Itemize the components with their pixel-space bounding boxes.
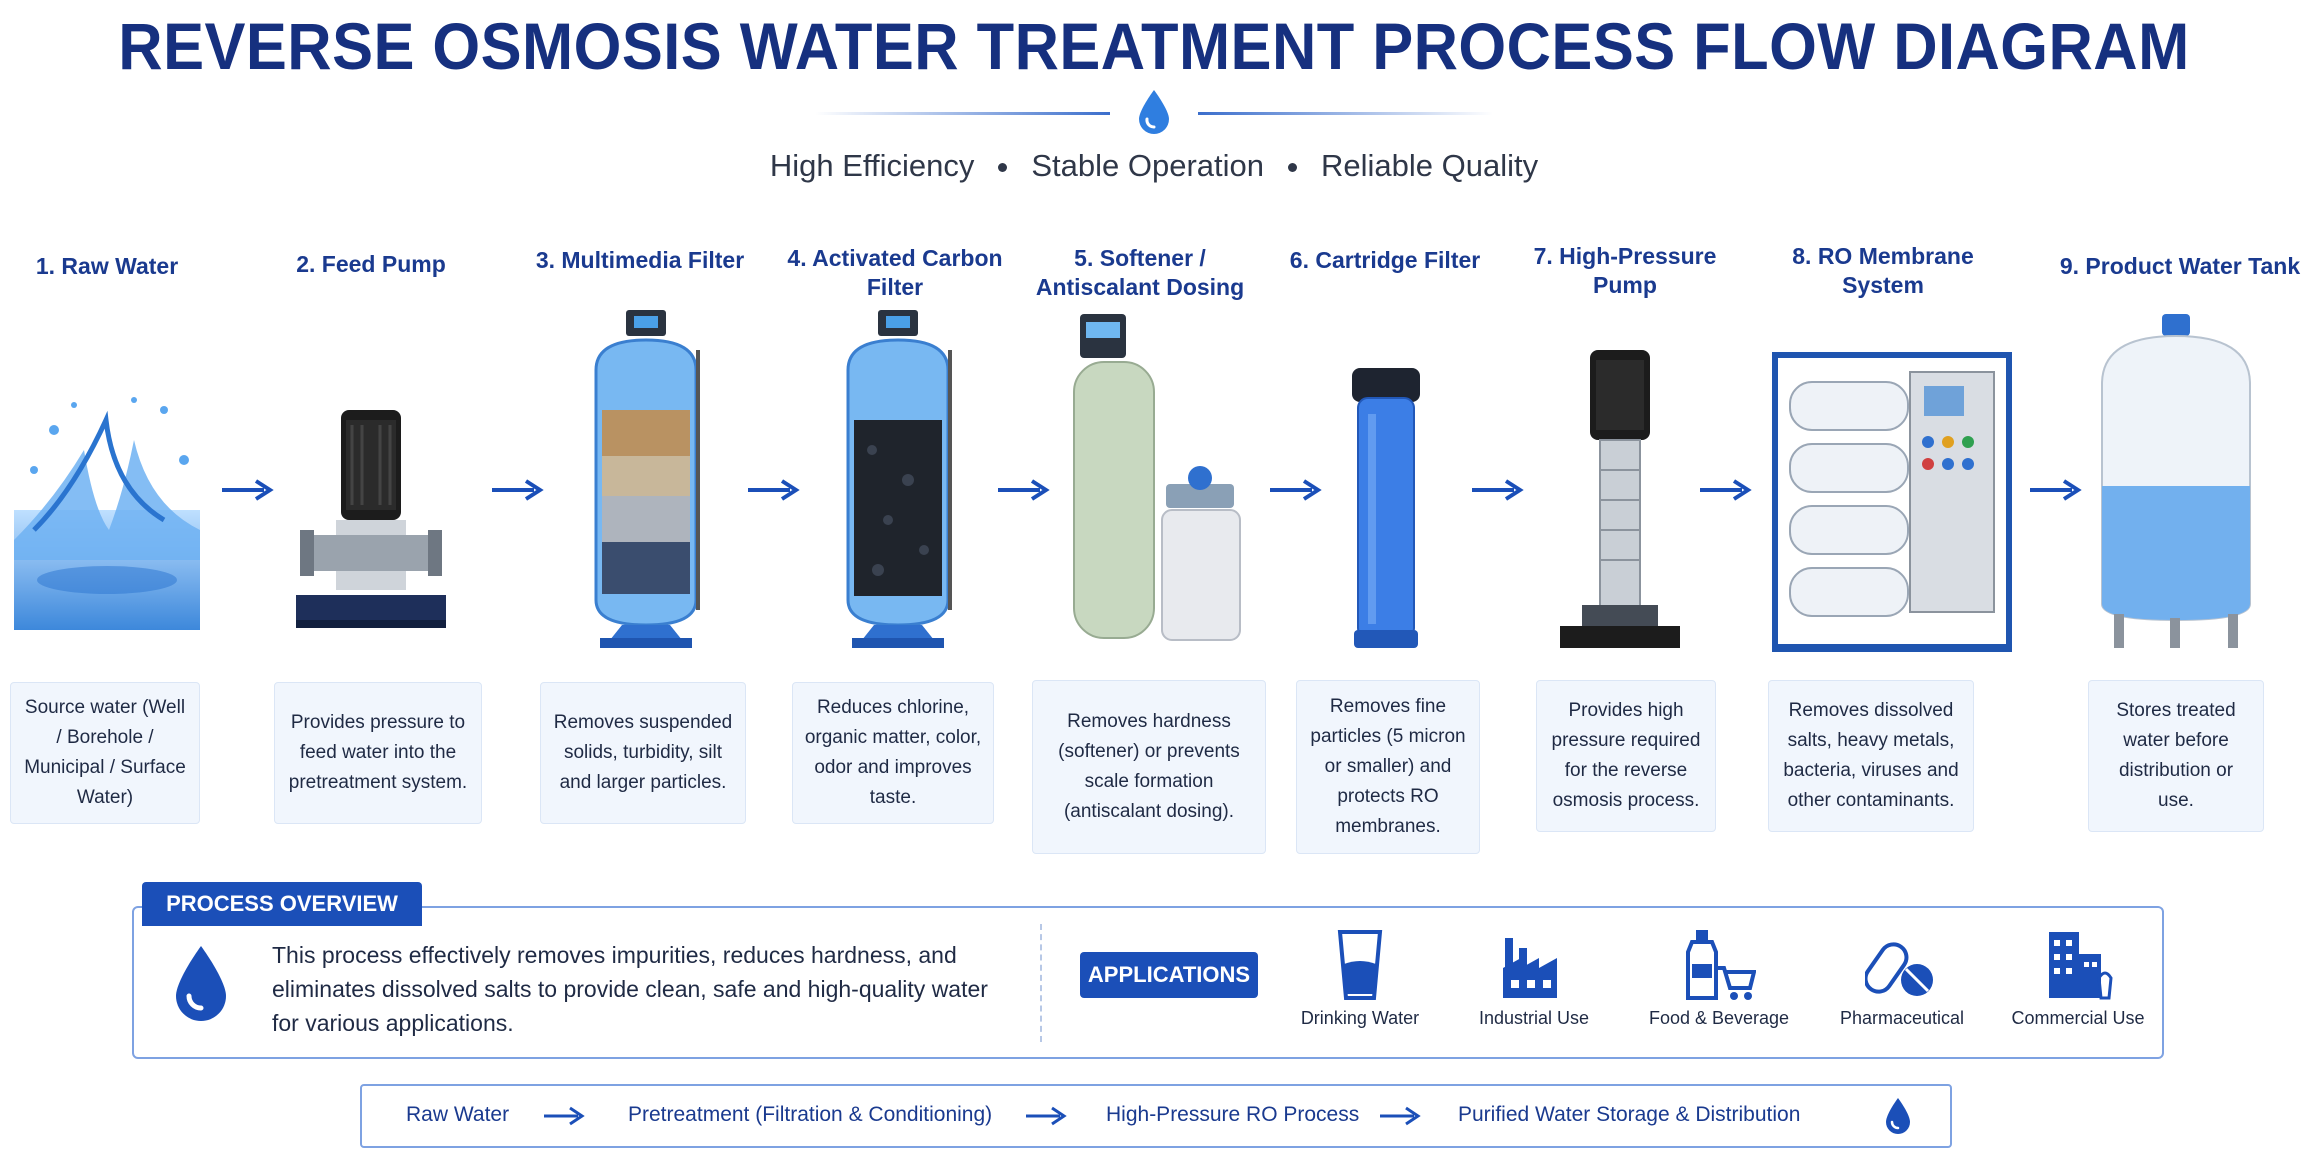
ro-membrane-system-illustration — [1772, 352, 2012, 652]
step-description: Removes fine particles (5 micron or smal… — [1296, 680, 1480, 854]
bullet-separator — [998, 163, 1008, 173]
step-title: 5. Softener / Antiscalant Dosing — [1035, 245, 1245, 300]
subtitle-item: High Efficiency — [769, 148, 975, 183]
high-pressure-pump-illustration — [1560, 350, 1680, 648]
application-label: Food & Beverage — [1648, 1008, 1790, 1028]
page-title: REVERSE OSMOSIS WATER TREATMENT PROCESS … — [118, 9, 2190, 83]
subtitle: High Efficiency Stable Operation Reliable … — [0, 148, 2308, 184]
flow-item: Raw Water — [406, 1103, 510, 1126]
flow-item: High-Pressure RO Process — [1106, 1103, 1360, 1126]
step-title: 7. High-Pressure Pump — [1533, 243, 1717, 298]
overview-text: This process effectively removes impurit… — [272, 942, 988, 1036]
flow-arrow-icon — [1270, 479, 1322, 501]
flow-arrow-icon — [2030, 479, 2082, 501]
flow-item: Purified Water Storage & Distribution — [1458, 1103, 1801, 1126]
flow-arrow-icon — [1026, 1106, 1067, 1126]
application-label: Commercial Use — [2011, 1008, 2145, 1028]
step-title: 8. RO Membrane System — [1792, 243, 1974, 298]
flow-item: Pretreatment (Filtration & Conditioning) — [628, 1103, 993, 1126]
step-description: Source water (Well / Borehole / Municipa… — [10, 682, 200, 824]
flow-arrow-icon — [1700, 479, 1752, 501]
step-title: 3. Multimedia Filter — [535, 247, 745, 273]
water-drop-icon — [176, 946, 226, 1021]
step-description: Provides high pressure required for the … — [1536, 680, 1716, 832]
application-drinking-water: Drinking Water — [1275, 928, 1445, 1029]
flow-summary-bar — [360, 1084, 1952, 1148]
bullet-separator — [1288, 163, 1297, 173]
step-description: Stores treated water before distribution… — [2088, 680, 2264, 832]
flow-arrow-icon — [1472, 479, 1524, 501]
bottle-cart-icon — [1686, 930, 1756, 1000]
flow-arrow-icon — [222, 479, 274, 501]
applications-badge: APPLICATIONS — [1080, 952, 1258, 998]
step-title: 2. Feed Pump — [296, 251, 446, 277]
factory-icon — [1503, 938, 1557, 998]
flow-arrow-icon — [492, 479, 544, 501]
process-overview-tab: PROCESS OVERVIEW — [142, 882, 422, 926]
step-description: Removes dissolved salts, heavy metals, b… — [1768, 680, 1974, 832]
application-label: Pharmaceutical — [1839, 1008, 1965, 1028]
multimedia-filter-illustration — [594, 310, 700, 648]
overview-divider — [1040, 924, 1042, 1042]
step-title: 9. Product Water Tank — [2059, 253, 2301, 279]
step-description: Removes suspended solids, turbidity, sil… — [540, 682, 746, 824]
step-title: 6. Cartridge Filter — [1289, 247, 1481, 273]
flow-arrow-icon — [748, 479, 800, 501]
title-divider-left — [815, 112, 1110, 115]
water-drop-icon — [1886, 1098, 1910, 1134]
feed-pump-illustration — [296, 410, 446, 628]
process-overview-panel — [132, 906, 2164, 1059]
flow-arrow-icon — [544, 1106, 585, 1126]
step-title: 1. Raw Water — [35, 253, 179, 279]
subtitle-item: Stable Operation — [1031, 148, 1264, 183]
subtitle-item: Reliable Quality — [1321, 148, 1539, 183]
product-water-tank-illustration — [2101, 314, 2251, 648]
water-drop-icon — [1139, 90, 1169, 134]
water-glass-icon — [1337, 930, 1383, 1000]
application-label: Industrial Use — [1478, 1008, 1590, 1028]
flow-arrow-icon — [1380, 1106, 1421, 1126]
application-industrial: Industrial Use — [1449, 928, 1619, 1029]
water-splash-illustration — [14, 397, 200, 630]
building-icon — [2049, 932, 2113, 1000]
cartridge-filter-illustration — [1352, 368, 1420, 648]
step-title: 4. Activated Carbon Filter — [787, 245, 1003, 300]
application-commercial: Commercial Use — [1993, 928, 2163, 1029]
pills-icon — [1865, 942, 1933, 996]
carbon-filter-illustration — [846, 310, 952, 648]
flow-arrow-icon — [998, 479, 1050, 501]
step-description: Removes hardness (softener) or prevents … — [1032, 680, 1266, 854]
title-divider-right — [1198, 112, 1493, 115]
step-description: Provides pressure to feed water into the… — [274, 682, 482, 824]
softener-dosing-illustration — [1073, 314, 1241, 641]
step-description: Reduces chlorine, organic matter, color,… — [792, 682, 994, 824]
application-label: Drinking Water — [1300, 1008, 1420, 1028]
application-food-beverage: Food & Beverage — [1634, 928, 1804, 1029]
application-pharmaceutical: Pharmaceutical — [1817, 928, 1987, 1029]
